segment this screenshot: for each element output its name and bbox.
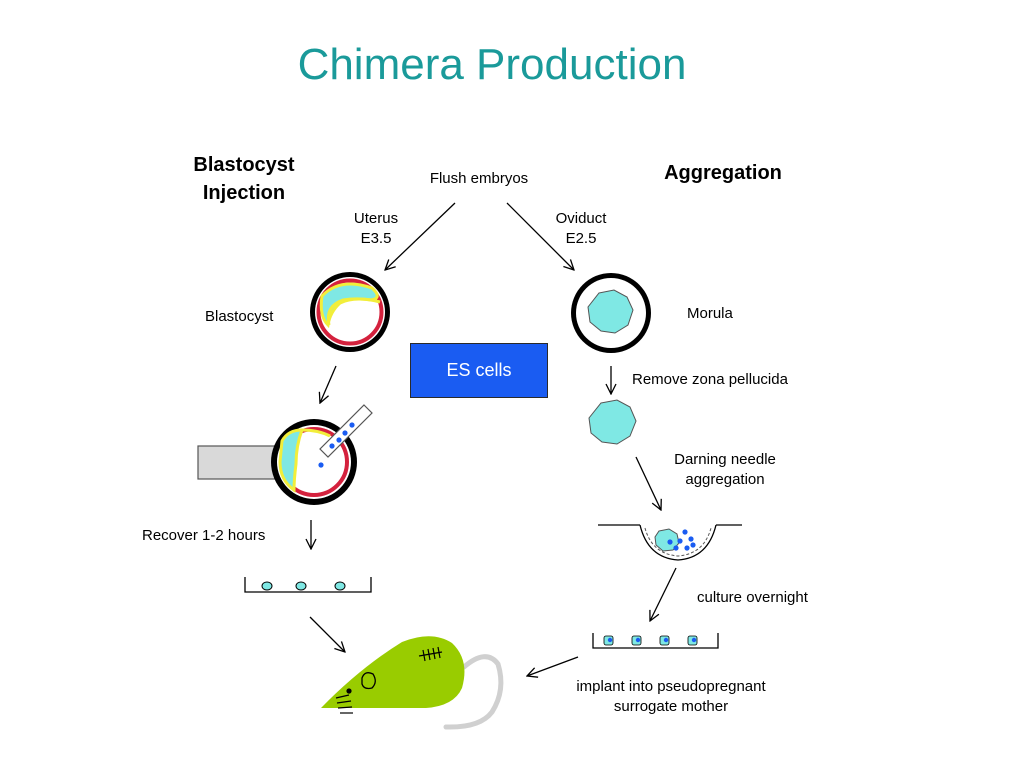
es-cell	[684, 545, 690, 551]
uterus-label: Uterus E3.5	[353, 210, 399, 247]
es-cell	[677, 538, 683, 544]
mouse-whiskers	[335, 694, 353, 714]
es-cell	[342, 430, 348, 436]
aggregation-well	[598, 524, 742, 561]
es-cell	[688, 536, 694, 542]
es-cell	[318, 462, 324, 468]
blastocyst-label: Blastocyst	[205, 308, 274, 325]
injection-setup	[197, 404, 373, 505]
es-cell	[682, 529, 688, 535]
es-cell	[349, 422, 355, 428]
implant-label: implant into pseudopregnant surrogate mo…	[576, 678, 766, 715]
es-cell	[690, 542, 696, 548]
culture-overnight-label: culture overnight	[697, 589, 808, 606]
remove-zona-label: Remove zona pellucida	[632, 371, 788, 388]
blastocyst-injection-heading: Blastocyst Injection	[193, 154, 295, 204]
arrow-implant	[527, 656, 579, 676]
blastocyst-embryo	[310, 272, 390, 352]
recovery-dish	[244, 577, 372, 593]
arrow-to-oviduct	[506, 202, 574, 270]
mouse-ear	[361, 672, 376, 690]
arrow-to-uterus	[385, 202, 456, 270]
arrow-dish-to-mouse	[309, 616, 345, 652]
es-cell	[667, 539, 673, 545]
oviduct-label: Oviduct E2.5	[555, 210, 607, 247]
morula-label: Morula	[687, 305, 733, 322]
arrow-to-aggregation-well	[635, 456, 661, 510]
morula-embryo	[571, 273, 651, 353]
page-title: Chimera Production	[297, 40, 687, 89]
es-cell	[336, 437, 342, 443]
arrow-blastocyst-to-injection	[320, 365, 337, 403]
es-cells-box: ES cells	[410, 343, 548, 398]
culture-dish	[592, 633, 719, 649]
es-cell	[329, 443, 335, 449]
mouse-body	[321, 636, 465, 708]
mouse-stitches	[418, 646, 443, 662]
surrogate-mouse	[321, 636, 504, 730]
mouse-tail	[443, 654, 504, 730]
darning-needle-label: Darning needle aggregation	[674, 451, 776, 488]
arrow-culture-overnight	[650, 567, 677, 621]
recover-label: Recover 1-2 hours	[142, 527, 266, 544]
flush-embryos-label: Flush embryos	[429, 170, 529, 187]
holding-pipette	[197, 445, 277, 480]
aggregation-heading: Aggregation	[664, 162, 782, 184]
es-cell	[673, 545, 679, 551]
zona-free-morula	[588, 399, 637, 445]
mouse-eye	[346, 688, 352, 694]
